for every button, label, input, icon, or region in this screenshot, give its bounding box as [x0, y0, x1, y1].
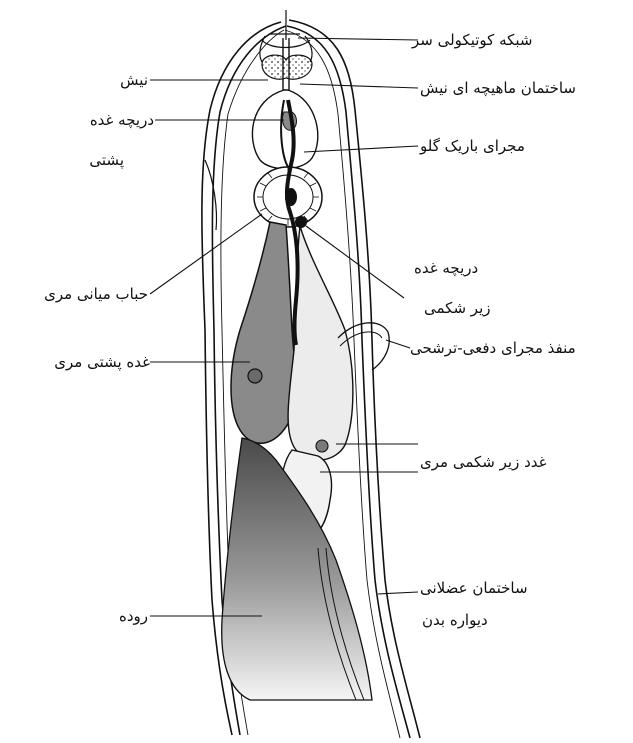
- label-median-bulb: حباب میانی مری: [18, 284, 148, 304]
- label-dorsal-gland-valve-line2: پشتی: [54, 150, 124, 170]
- label-stylet-muscle: ساختمان ماهیچه ای نیش: [420, 78, 576, 98]
- subventral-gland-nucleus-1: [316, 440, 328, 452]
- label-stylet: نیش: [96, 70, 148, 90]
- label-narrow-pharynx-duct: مجرای باریک گلو: [420, 136, 525, 156]
- label-subventral-gland-valve-line2: زیر شکمی: [424, 298, 491, 318]
- median-bulb-valve: [285, 188, 297, 206]
- label-cephalic-cuticle-net: شبکه کوتیکولی سر: [412, 30, 533, 50]
- stylet-knobs: [262, 55, 312, 79]
- label-dorsal-gland-valve-line1: دریچه غده: [54, 110, 154, 130]
- dorsal-esophageal-gland: [231, 222, 296, 443]
- label-excretory-pore: منفذ مجرای دفعی-ترشحی: [410, 338, 576, 358]
- subventral-gland-valve: [295, 216, 307, 228]
- body-wall-texture: [205, 160, 217, 230]
- label-subventral-esophageal-glands: غدد زیر شکمی مری: [420, 452, 546, 472]
- label-subventral-gland-valve-line1: دریچه غده: [414, 258, 478, 278]
- label-dorsal-esophageal-gland: غده پشتی مری: [10, 352, 150, 372]
- label-body-wall-muscle-line2: دیواره بدن: [422, 610, 488, 630]
- label-body-wall-muscle-line1: ساختمان عضلانی: [420, 578, 528, 598]
- label-intestine: روده: [96, 606, 148, 626]
- dorsal-gland-nucleus: [248, 369, 262, 383]
